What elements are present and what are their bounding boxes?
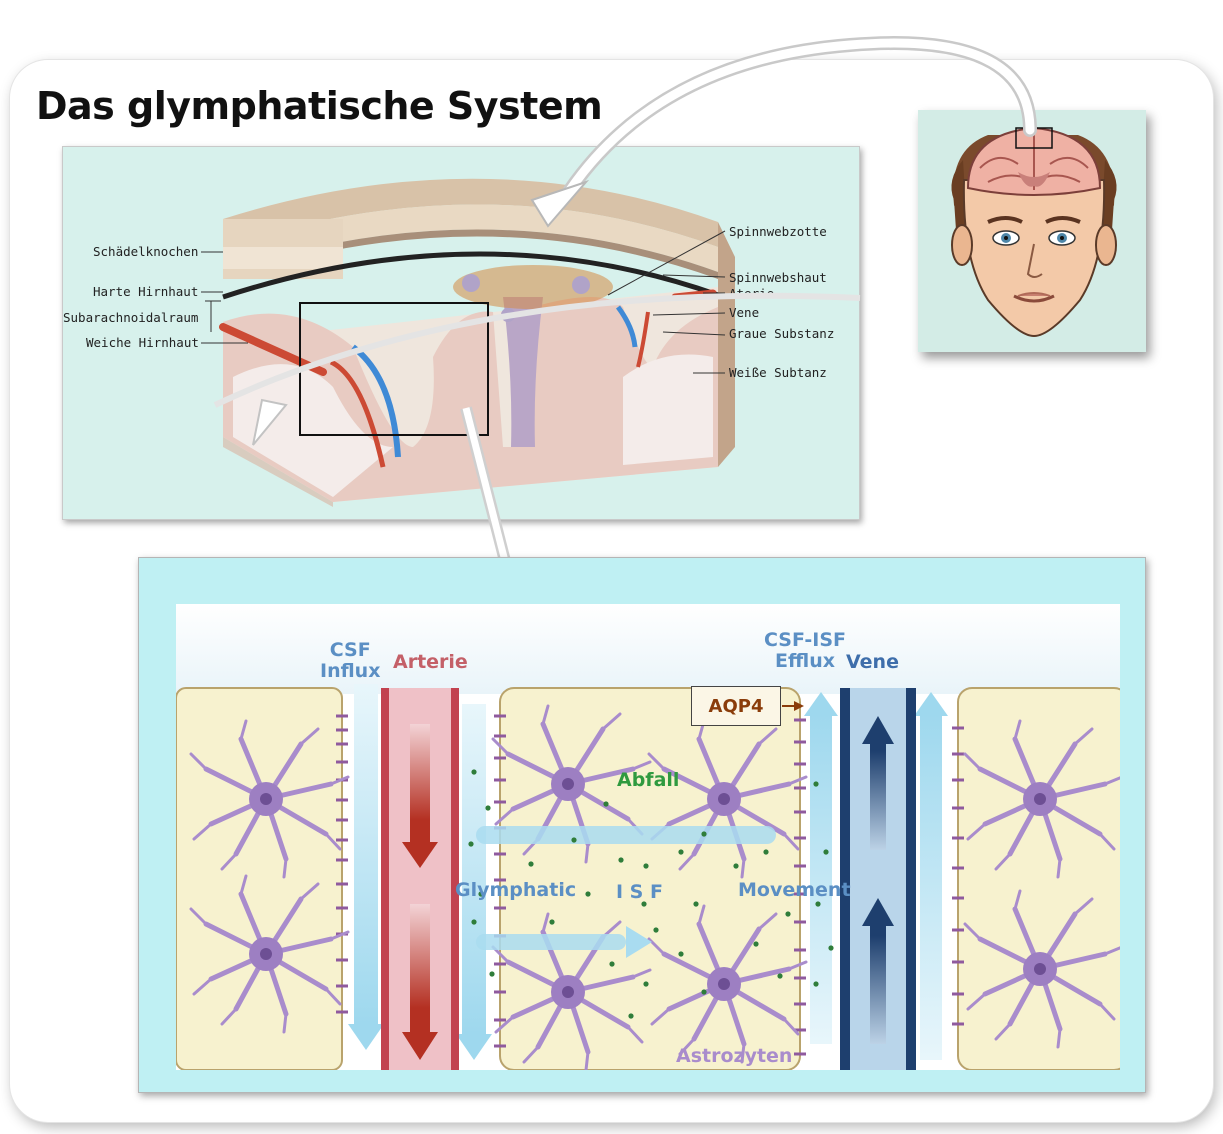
label-vene: Vene bbox=[729, 305, 760, 320]
brain-section-panel: Schädelknochen Harte Hirnhaut Subarachno… bbox=[62, 146, 860, 520]
abfall-label: Abfall bbox=[617, 769, 680, 791]
isf-label: I S F bbox=[616, 881, 663, 903]
flow-diagram-illustration bbox=[176, 604, 1120, 1070]
aqp4-label: AQP4 bbox=[691, 686, 781, 726]
glymphatic-flow-panel: CSF Influx Arterie CSF-ISF Efflux Vene A… bbox=[138, 557, 1146, 1093]
glymphatic-label: Glymphatic bbox=[455, 879, 577, 901]
label-graue-substanz: Graue Substanz bbox=[729, 326, 835, 341]
arterie-label: Arterie bbox=[393, 651, 468, 673]
page-title: Das glymphatische System bbox=[36, 84, 603, 128]
csf-influx-label: CSF Influx bbox=[320, 639, 381, 682]
label-spinnwebzotte: Spinnwebzotte bbox=[729, 224, 827, 239]
label-subarachnoidalraum: Subarachnoidalraum bbox=[63, 310, 199, 325]
label-aterie: Aterie bbox=[729, 286, 775, 301]
vene-label: Vene bbox=[846, 651, 899, 673]
label-harte-hirnhaut: Harte Hirnhaut bbox=[93, 284, 199, 299]
csf-isf-efflux-label: CSF-ISF Efflux bbox=[764, 629, 846, 672]
movement-label: Movement bbox=[738, 879, 851, 901]
head-illustration-box bbox=[918, 110, 1146, 352]
head-illustration bbox=[951, 126, 1117, 338]
label-spinnwebshaut: Spinnwebshaut bbox=[729, 270, 827, 285]
astrozyten-label: Astrozyten bbox=[676, 1045, 793, 1067]
label-weisse-substanz: Weiße Subtanz bbox=[729, 365, 827, 380]
label-schaedelknochen: Schädelknochen bbox=[93, 244, 199, 259]
label-weiche-hirnhaut: Weiche Hirnhaut bbox=[86, 335, 199, 350]
flow-diagram-area: CSF Influx Arterie CSF-ISF Efflux Vene A… bbox=[176, 604, 1120, 1070]
